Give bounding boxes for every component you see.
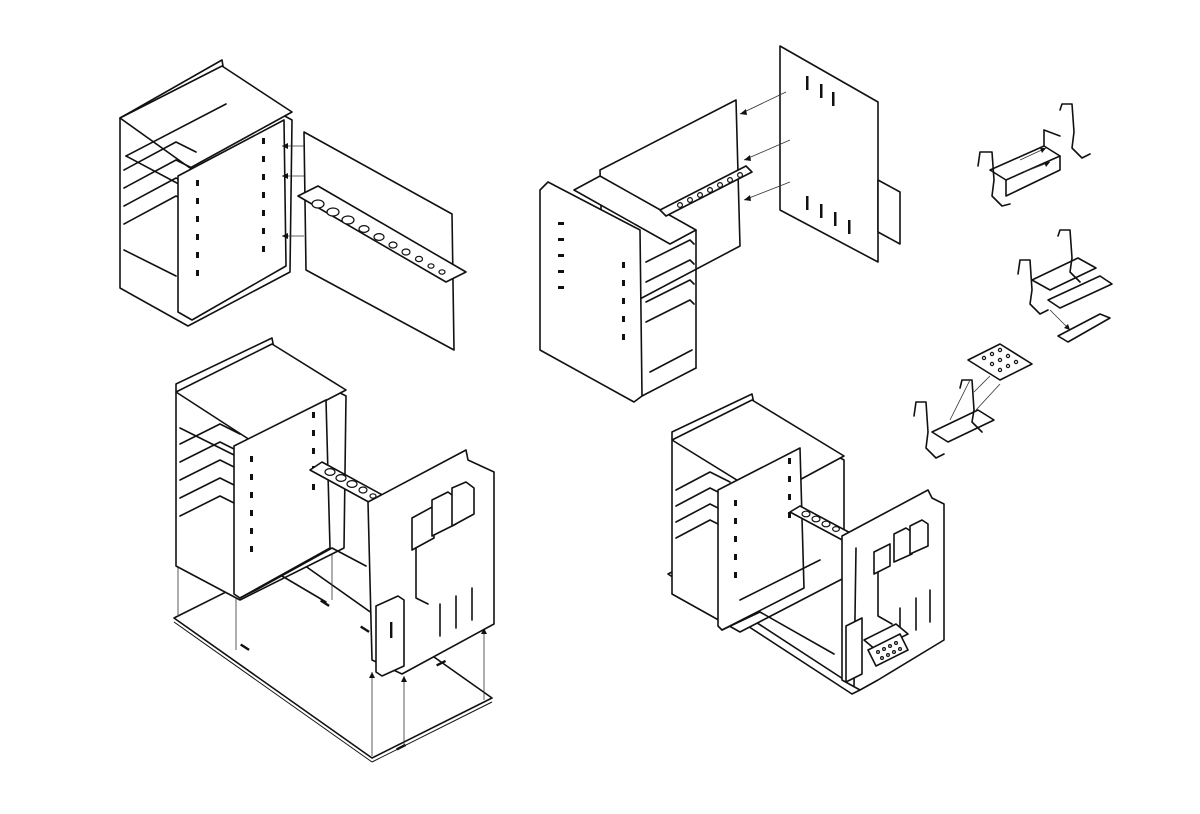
assembly-step-2 xyxy=(539,45,901,403)
bracket3-base xyxy=(931,409,995,443)
assembly-step-4 xyxy=(667,393,945,695)
step3-divider-slots xyxy=(250,412,315,552)
bracket3-board-holes xyxy=(981,347,1019,373)
detail-bracket-2 xyxy=(1017,229,1113,343)
step2-right-panel-edge xyxy=(877,179,901,245)
step3-plate-slots xyxy=(240,599,447,751)
bracket2-insert xyxy=(1047,275,1113,309)
step2-right-panel xyxy=(779,45,879,263)
step4-divider-slots xyxy=(734,458,791,578)
step4-rack-holes xyxy=(801,510,840,532)
step4-divider-panel xyxy=(717,447,805,631)
step1-arrows xyxy=(282,143,304,239)
bracket2-clip xyxy=(1057,313,1111,343)
step2-shelves xyxy=(645,239,695,373)
step1-rack-holes xyxy=(311,199,446,275)
step1-top-panel xyxy=(119,65,293,169)
detail-bracket-1 xyxy=(977,103,1091,207)
step2-arrows xyxy=(739,91,791,201)
step2-rack-holes xyxy=(676,172,743,209)
step3-top-panel xyxy=(175,343,347,441)
step4-mounted-bracket xyxy=(845,617,909,683)
step1-divider-slots xyxy=(196,138,265,276)
step3-divider-panel xyxy=(233,399,331,599)
assembly-step-1 xyxy=(119,59,467,351)
step2-right-slots xyxy=(806,76,851,234)
step3-rack-holes xyxy=(324,468,377,499)
step1-divider-panel xyxy=(177,119,287,321)
step3-comb-dividers xyxy=(411,481,475,637)
assembly-step-3 xyxy=(173,337,495,763)
detail-bracket-3 xyxy=(913,343,1033,459)
bracket2-base xyxy=(1031,257,1097,291)
step2-front-slots xyxy=(558,222,625,340)
